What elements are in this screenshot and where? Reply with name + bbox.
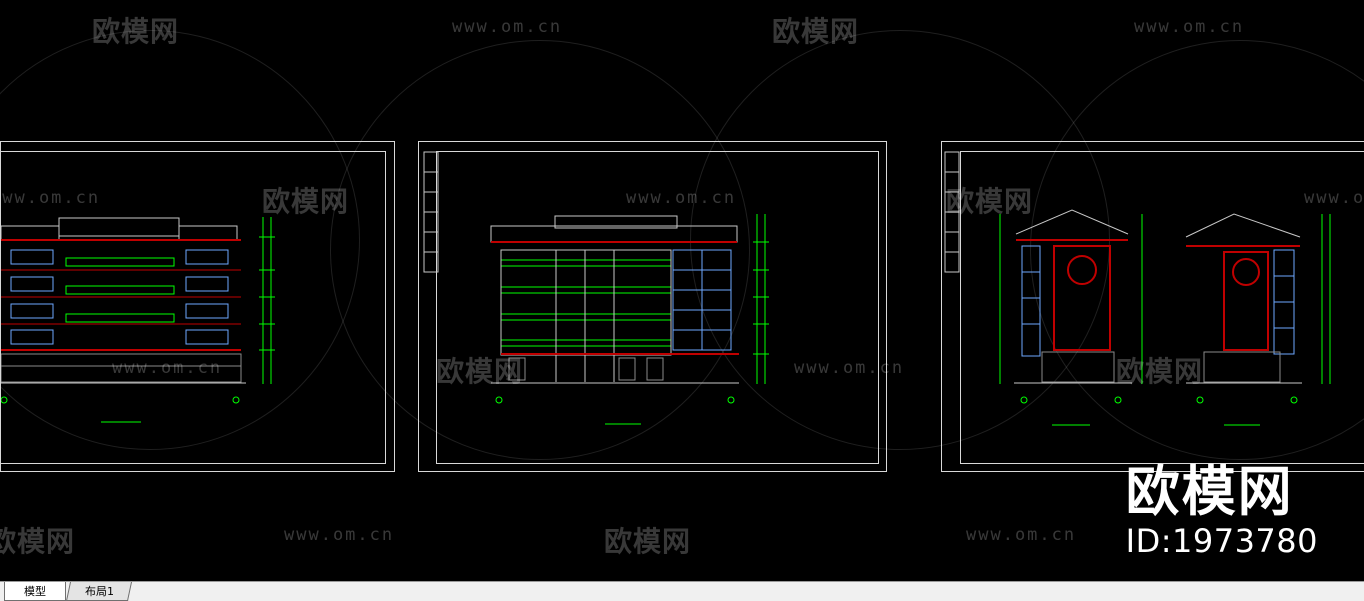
- watermark-url: www.om.cn: [1134, 17, 1245, 37]
- watermark-logo-text: 欧模网: [92, 15, 180, 48]
- watermark-url: www.om.cn: [966, 525, 1077, 545]
- tab-layout-1[interactable]: 布局1: [65, 582, 133, 601]
- brand-id: ID:1973780: [1125, 522, 1318, 560]
- tab-layout-1-label: 布局1: [84, 585, 114, 598]
- elevation-drawing-1: [1, 217, 275, 423]
- section-drawing-3: [944, 151, 1331, 426]
- watermark-url: www.om.cn: [452, 17, 563, 37]
- watermark-logo-text: 欧模网: [0, 525, 76, 558]
- layout-tab-bar: 模型 布局1: [0, 581, 1364, 601]
- brand-title: 欧模网: [1125, 460, 1294, 523]
- watermark-logo-text: 欧模网: [604, 525, 692, 558]
- model-space-canvas[interactable]: 欧模网 www.om.cn 欧模网 www.om.cn www.om.cn 欧模…: [0, 0, 1364, 581]
- sheet-3-inner-border: [960, 151, 1364, 464]
- drawing-sheet-1[interactable]: [0, 141, 395, 472]
- watermark-url: www.om.cn: [284, 525, 395, 545]
- watermark-logo-text: 欧模网: [772, 15, 860, 48]
- drawing-sheet-3[interactable]: [941, 141, 1364, 472]
- drawing-sheet-2[interactable]: [418, 141, 887, 472]
- sheet-1-inner-border: [0, 151, 386, 464]
- sheet-2-inner-border: [436, 151, 879, 464]
- tab-model[interactable]: 模型: [4, 582, 66, 601]
- elevation-drawing-2: [423, 151, 769, 425]
- brand-overlay: 欧模网 ID:1973780: [1125, 460, 1318, 561]
